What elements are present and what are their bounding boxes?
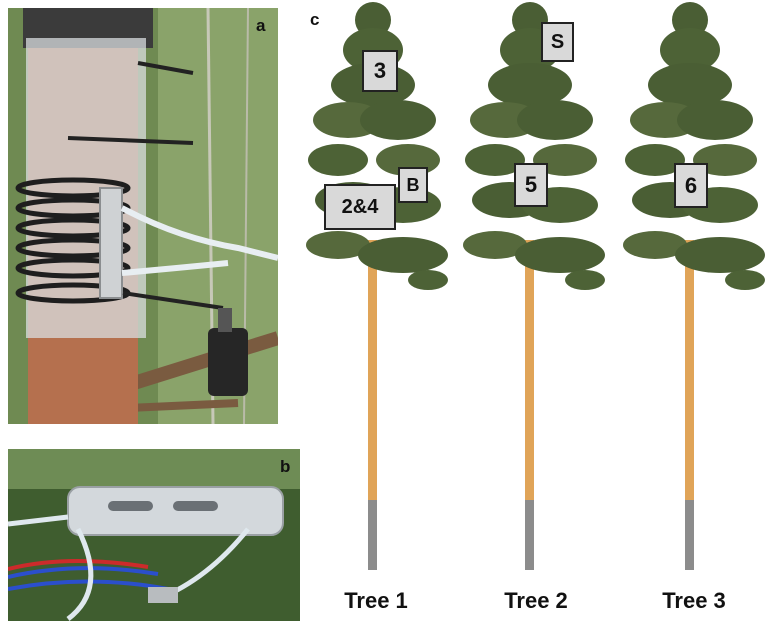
photo-panel-b: b bbox=[8, 449, 306, 621]
pine-trees-illustration bbox=[306, 2, 765, 570]
tube-sensor-photo-illustration bbox=[8, 449, 306, 621]
panel-letter-c: c bbox=[310, 10, 320, 29]
panel-letter-b: b bbox=[280, 457, 291, 476]
tree-2-graphic bbox=[463, 2, 605, 570]
sensor-label-s: S bbox=[541, 22, 574, 62]
sensor-label-3: 3 bbox=[362, 50, 398, 92]
chamber-photo-illustration bbox=[8, 8, 278, 424]
photo-panel-a: a bbox=[8, 8, 278, 424]
tree-diagram-panel-c: c bbox=[300, 0, 765, 628]
tree-1-graphic bbox=[306, 2, 448, 570]
sensor-label-2-and-4: 2&4 bbox=[324, 184, 396, 230]
tree-1-caption: Tree 1 bbox=[344, 588, 408, 613]
sensor-label-6: 6 bbox=[674, 163, 708, 208]
tree-2-caption: Tree 2 bbox=[504, 588, 568, 613]
tree-3-graphic bbox=[623, 2, 765, 570]
sensor-label-b: B bbox=[398, 167, 428, 203]
tree-3-caption: Tree 3 bbox=[662, 588, 726, 613]
sensor-label-5: 5 bbox=[514, 163, 548, 207]
panel-letter-a: a bbox=[256, 16, 266, 35]
